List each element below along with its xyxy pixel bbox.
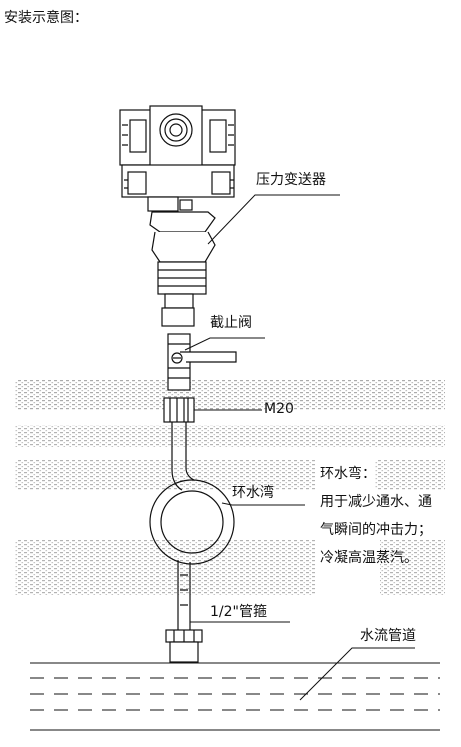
m20-nut — [163, 397, 195, 423]
transmitter — [119, 105, 236, 327]
leader-lines — [184, 194, 415, 701]
note-line-4: 冷凝高温蒸汽。 — [320, 550, 418, 566]
label-pipe: 水流管道 — [360, 628, 416, 644]
tube-lower — [177, 560, 191, 630]
water-pipe — [30, 662, 440, 731]
note-line-1: 环水弯： — [320, 466, 376, 482]
label-valve: 截止阀 — [210, 315, 252, 331]
note-line-3: 气瞬间的冲击力； — [320, 522, 432, 538]
shutoff-valve — [167, 333, 237, 391]
note-line-2: 用于减少通水、通 — [320, 494, 432, 510]
tube-upper — [171, 422, 195, 491]
noise-bands — [15, 380, 445, 595]
siphon-coil — [149, 479, 235, 565]
label-clamp: 1/2"管箍 — [210, 604, 267, 620]
label-transmitter: 压力变送器 — [256, 172, 326, 188]
pipe-clamp — [165, 629, 203, 663]
label-siphon: 环水湾 — [232, 485, 274, 501]
label-thread: M20 — [264, 401, 294, 417]
diagram-title: 安装示意图： — [4, 10, 88, 26]
